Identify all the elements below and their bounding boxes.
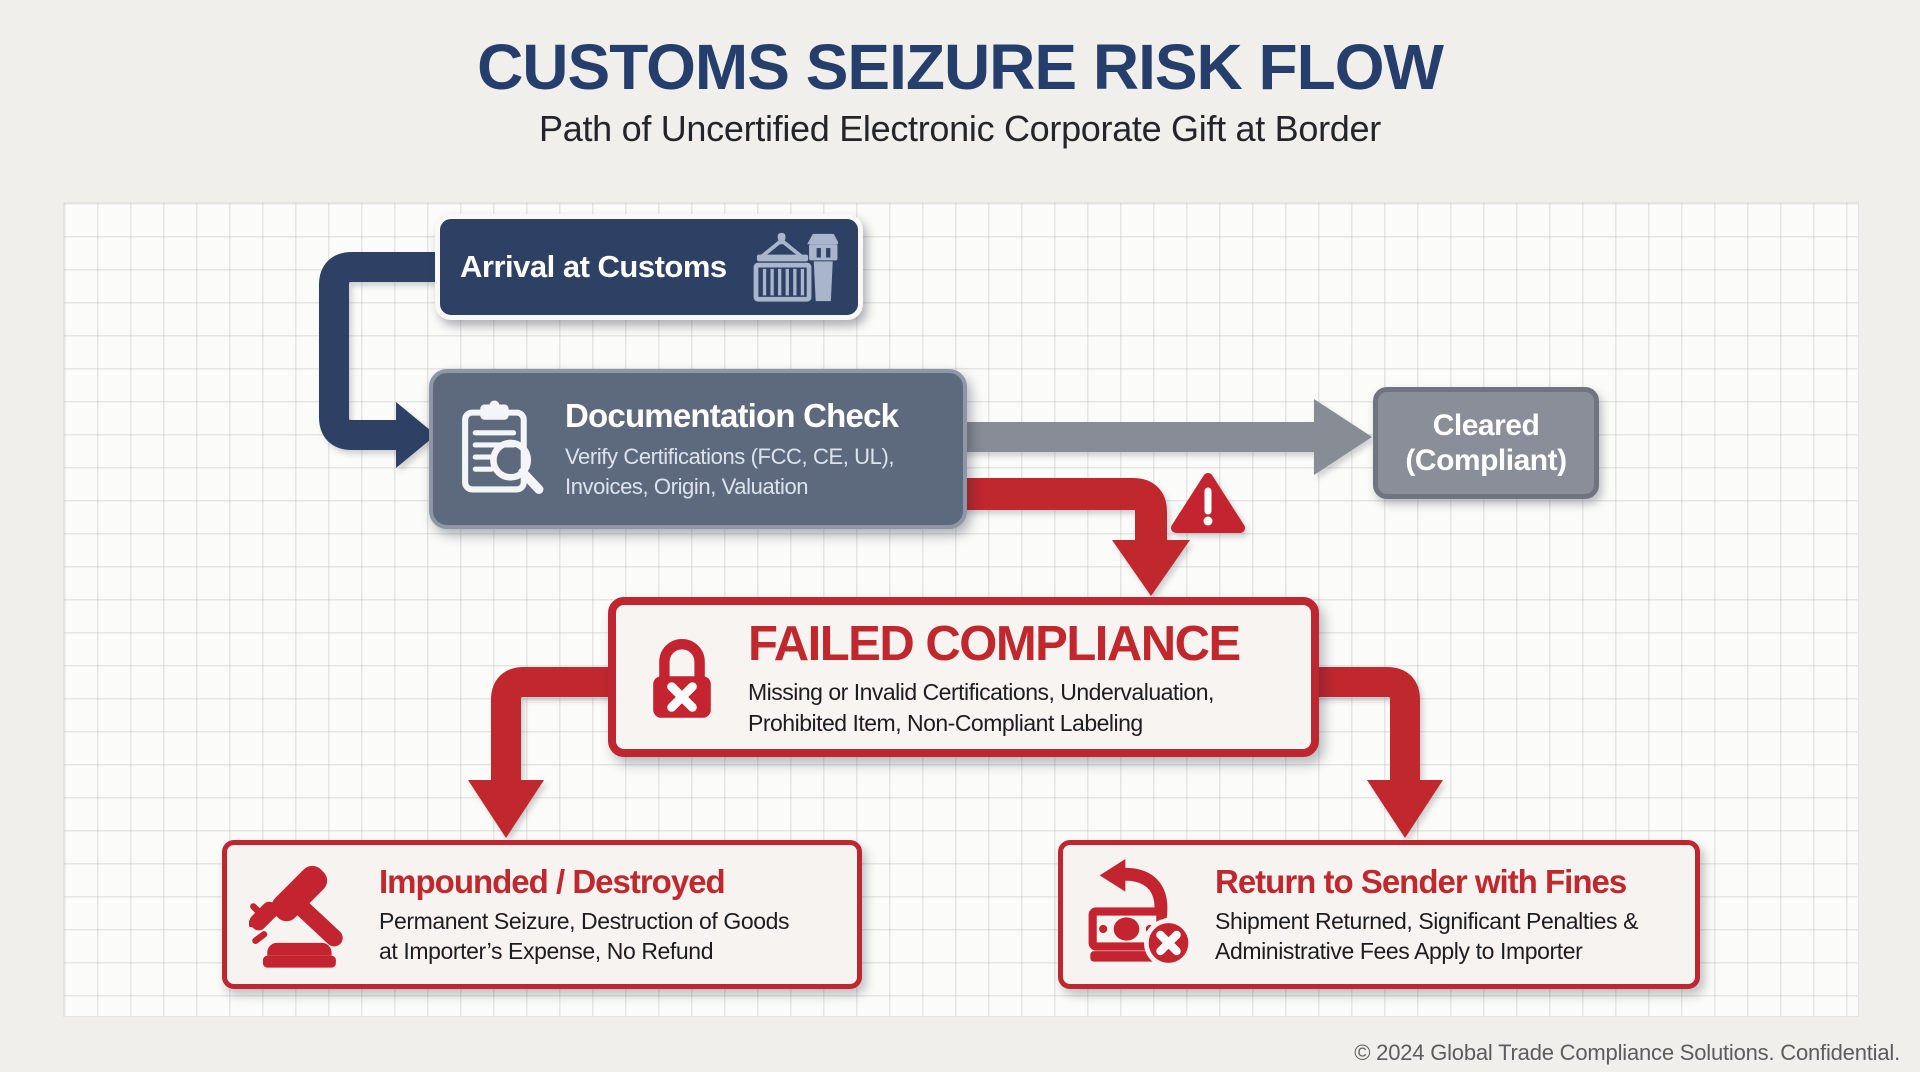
failed-text: FAILED COMPLIANCE Missing or Invalid Cer…: [748, 616, 1241, 738]
returned-text: Return to Sender with Fines Shipment Ret…: [1215, 863, 1638, 967]
cleared-line1: Cleared: [1432, 408, 1540, 442]
return-money-fine-icon: [1088, 858, 1193, 967]
failed-desc-line1: Missing or Invalid Certifications, Under…: [748, 679, 1214, 706]
documentation-title: Documentation Check: [565, 397, 899, 435]
documentation-desc-line1: Verify Certifications (FCC, CE, UL),: [565, 444, 895, 470]
node-failed-compliance: FAILED COMPLIANCE Missing or Invalid Cer…: [608, 597, 1319, 757]
page-title: CUSTOMS SEIZURE RISK FLOW: [477, 31, 1444, 103]
failed-title: FAILED COMPLIANCE: [748, 617, 1241, 672]
page-subtitle: Path of Uncertified Electronic Corporate…: [539, 108, 1381, 149]
node-impounded-destroyed: Impounded / Destroyed Permanent Seizure,…: [222, 840, 862, 989]
clipboard-magnifier-icon: [462, 400, 544, 494]
returned-desc-line2: Administrative Fees Apply to Importer: [1215, 937, 1583, 964]
returned-desc-line1: Shipment Returned, Significant Penalties…: [1215, 907, 1639, 934]
container-crane-customs-tower-icon: [753, 232, 838, 302]
documentation-desc-line2: Invoices, Origin, Valuation: [565, 473, 809, 499]
node-arrival-at-customs: Arrival at Customs: [435, 214, 863, 320]
node-return-to-sender: Return to Sender with Fines Shipment Ret…: [1058, 840, 1700, 989]
failed-desc-line2: Prohibited Item, Non-Compliant Labeling: [748, 709, 1143, 736]
gavel-icon: [249, 865, 343, 968]
node-documentation-check: Documentation Check Verify Certification…: [429, 369, 967, 529]
arrival-title: Arrival at Customs: [460, 249, 727, 284]
impounded-title: Impounded / Destroyed: [379, 862, 726, 900]
impounded-desc-line2: at Importer’s Expense, No Refund: [379, 937, 714, 964]
header: CUSTOMS SEIZURE RISK FLOW Path of Uncert…: [0, 0, 1920, 150]
impounded-desc-line1: Permanent Seizure, Destruction of Goods: [379, 907, 790, 934]
cleared-line2: (Compliant): [1405, 444, 1567, 477]
returned-title: Return to Sender with Fines: [1215, 862, 1627, 900]
padlock-x-icon: [653, 639, 711, 718]
impounded-text: Impounded / Destroyed Permanent Seizure,…: [379, 862, 790, 967]
node-cleared-compliant: Cleared (Compliant): [1373, 387, 1599, 499]
footer-copyright: © 2024 Global Trade Compliance Solutions…: [1354, 1040, 1900, 1065]
documentation-text: Documentation Check Verify Certification…: [565, 397, 899, 500]
